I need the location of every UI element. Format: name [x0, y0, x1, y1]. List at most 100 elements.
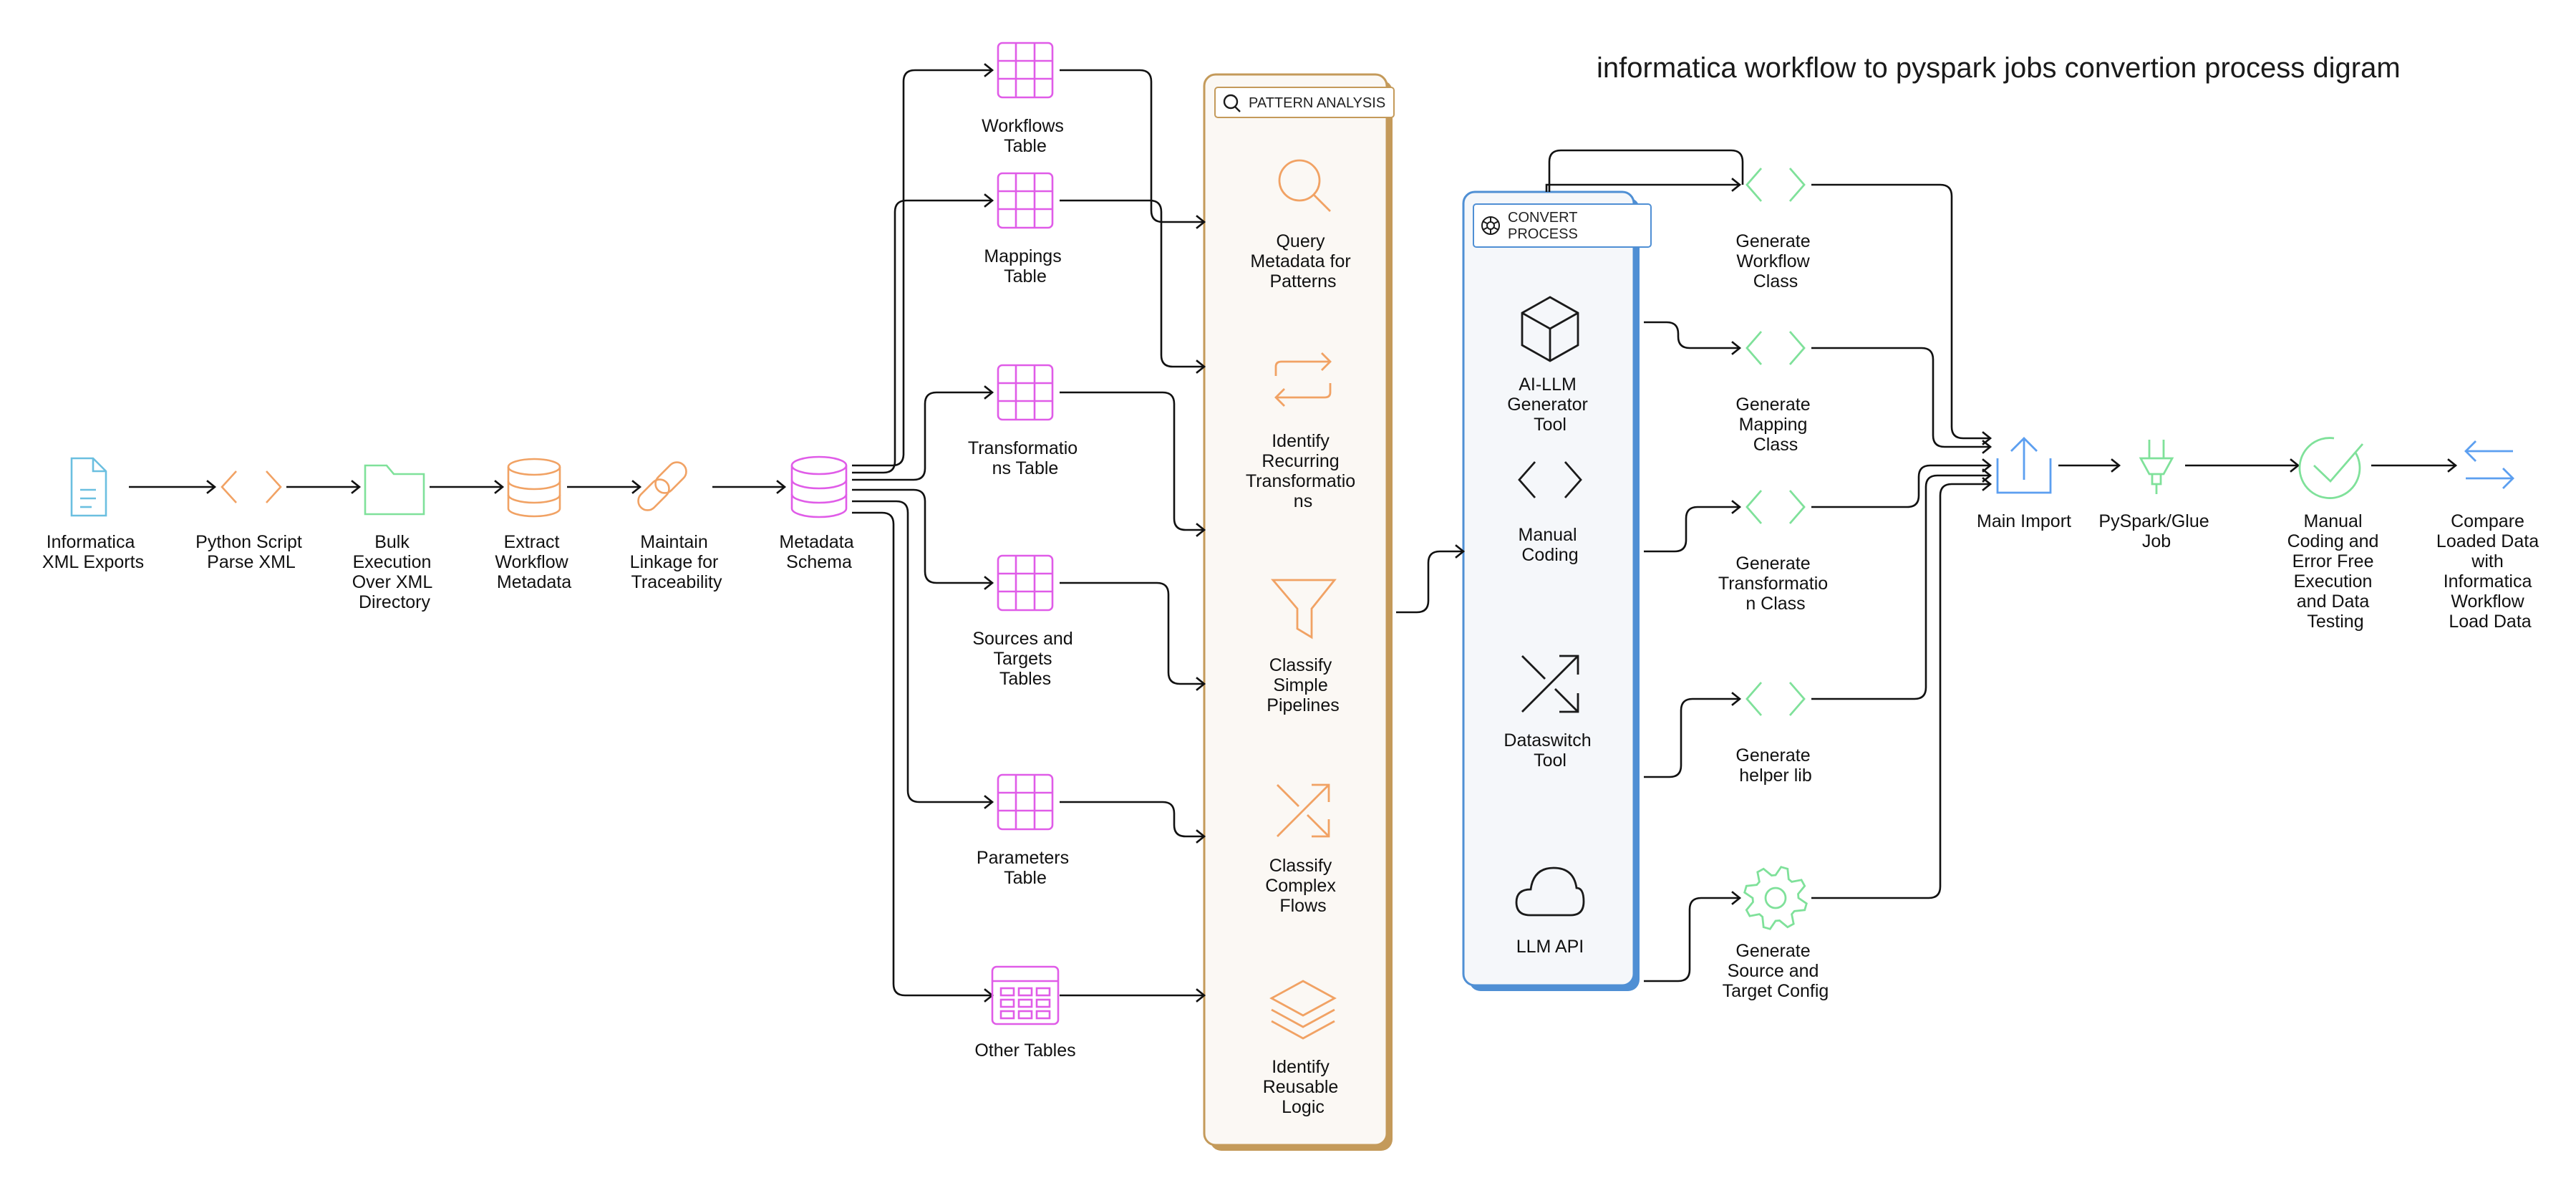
node-maintain-linkage: Maintain Linkage for Traceability — [630, 461, 724, 592]
node-label-line: Identify — [1272, 431, 1330, 451]
node-dataswitch-tool: Dataswitch Tool — [1504, 655, 1596, 771]
shuffle-icon — [1277, 783, 1330, 838]
node-label-line: Metadata — [497, 572, 571, 592]
arrowhead — [2290, 458, 2300, 473]
node-label-line: Mapping — [1739, 415, 1808, 435]
node-generate-workflow-class: Generate Workflow Class — [1735, 168, 1811, 291]
node-label-line: Mappings — [984, 246, 1061, 266]
node-label-line: Load Data — [2449, 612, 2531, 632]
node-label-line: Reusable — [1263, 1077, 1339, 1097]
node-metadata-schema: Metadata Schema — [779, 455, 854, 572]
node-manual-coding: Manual Coding — [1518, 461, 1582, 565]
node-label-line: Table — [1004, 868, 1047, 888]
node-label-line: Generate — [1735, 395, 1810, 415]
node-label-line: Simple — [1273, 675, 1327, 695]
edge-source-config-to-import — [1811, 483, 1990, 899]
node-label-line: Workflows — [982, 116, 1064, 136]
node-label-line: Compare — [2451, 511, 2524, 531]
node-label-line: Logic — [1282, 1097, 1325, 1117]
node-label-line: Sources and — [972, 629, 1072, 649]
svg-text:AI-LLM Generator: AI-LLM Generator Tool — [1507, 375, 1593, 435]
node-label-line: Patterns — [1269, 271, 1336, 291]
node-transformations-table: Transformatio ns Table — [968, 364, 1078, 478]
node-label-line: Traceability — [631, 572, 722, 592]
convert-process-label-2: PROCESS — [1508, 226, 1578, 242]
diagram-nodes: Informatica XML Exports Python Script Pa… — [42, 42, 2544, 1117]
arrowhead — [1196, 677, 1206, 691]
node-label-line: Execution — [353, 552, 432, 572]
layers-icon — [1269, 980, 1337, 1040]
node-label-line: Maintain — [640, 532, 708, 552]
edge-workflows-to-query — [1060, 69, 1204, 223]
node-label-line: Linkage for — [630, 552, 719, 572]
node-identify-reusable: Identify Reusable Logic — [1263, 980, 1339, 1117]
code-brackets-icon — [1745, 168, 1806, 202]
node-label-line: Informatica — [47, 532, 135, 552]
arrowhead — [206, 480, 217, 494]
svg-text:LLM API: LLM API — [1516, 937, 1584, 957]
node-ai-llm-generator: AI-LLM Generator Tool — [1507, 296, 1593, 435]
node-label-line: PySpark/Glue — [2098, 511, 2209, 531]
code-brackets-icon — [1745, 331, 1806, 365]
node-label-line: Loaded Data — [2436, 531, 2539, 551]
node-label-line: Job — [2142, 531, 2171, 551]
node-label-line: Execution — [2294, 571, 2373, 592]
edge-helper-lib-to-import — [1811, 474, 1990, 700]
cube-icon — [1521, 296, 1579, 362]
svg-text:Query Metadata for: Query Metadata for Patterns — [1250, 231, 1355, 291]
svg-text:PySpark/Glue Job: PySpark/Glue Job — [2098, 511, 2214, 551]
arrowhead — [1731, 500, 1742, 514]
node-python-script-parse-xml: Python Script Parse XML — [195, 470, 302, 572]
edge-pattern-to-convert — [1396, 550, 1463, 614]
convert-process-badge: CONVERT PROCESS — [1473, 203, 1652, 248]
edge-convert-top-route — [1548, 149, 1744, 192]
arrowhead — [1196, 523, 1206, 537]
node-label-line: Metadata for — [1250, 251, 1350, 271]
svg-text:Classify Simple: Classify Simple Pipelines — [1267, 655, 1339, 715]
node-workflows-table: Workflows Table — [982, 42, 1064, 156]
svg-text:Classify Complex: Classify Complex Flows — [1265, 856, 1341, 916]
edge-convert-to-mapping-class — [1644, 321, 1740, 349]
node-label-line: ns — [1294, 491, 1312, 511]
node-label-line: Generator — [1507, 395, 1588, 415]
openai-icon — [1481, 216, 1500, 235]
node-label-line: Flows — [1279, 896, 1326, 916]
svg-text:Generate Transformatio: Generate Transformatio n Class — [1718, 554, 1833, 614]
svg-text:Compare Loaded Data: Compare Loaded Data with Informatica Wor… — [2436, 511, 2544, 632]
svg-text:Dataswitch Tool: Dataswitch Tool — [1504, 730, 1596, 771]
svg-text:Manual Coding: Manual Coding — [1519, 525, 1582, 565]
edge-schema-to-transformations-table — [852, 391, 992, 481]
glue-icon — [2139, 440, 2174, 494]
arrowhead — [776, 480, 787, 494]
node-label-line: LLM API — [1516, 937, 1584, 957]
edge-convert-to-source-config — [1644, 897, 1740, 982]
svg-text:Extract Workflow: Extract Workflow Metadata — [495, 532, 573, 592]
node-label-line: Tool — [1534, 750, 1567, 771]
convert-process-group: CONVERT PROCESS — [1462, 190, 1652, 991]
node-label-line: Targets — [994, 649, 1052, 669]
arrowhead — [351, 480, 362, 494]
arrowhead — [984, 193, 994, 208]
node-label-line: Complex — [1265, 876, 1336, 896]
edge-schema-to-sources-table — [852, 488, 992, 584]
node-label-line: Testing — [2307, 612, 2363, 632]
convert-process-label-1: CONVERT — [1508, 210, 1577, 226]
node-label-line: Workflow — [1736, 251, 1810, 271]
node-label-line: Metadata — [779, 532, 853, 552]
node-informatica-xml-exports: Informatica XML Exports — [42, 457, 144, 572]
node-label-line: Target Config — [1723, 981, 1829, 1001]
arrowhead — [1196, 988, 1206, 1003]
edge-schema-to-parameters-table — [852, 500, 992, 803]
node-label-line: Extract — [504, 532, 560, 552]
edge-workflow-class-to-import — [1811, 183, 1990, 440]
arrowhead — [2111, 458, 2121, 473]
svg-text:Mappings Table: Mappings Table — [984, 246, 1066, 286]
check-circle-icon — [2298, 437, 2364, 499]
node-label-line: Schema — [786, 552, 852, 572]
edge-transformations-to-recurring — [1060, 391, 1204, 531]
node-label-line: Main Import — [1977, 511, 2071, 531]
link-icon — [637, 461, 687, 511]
node-label-line: helper lib — [1739, 766, 1811, 786]
pattern-analysis-badge: PATTERN ANALYSIS — [1214, 87, 1395, 118]
svg-text:Maintain Linkage for: Maintain Linkage for Traceability — [630, 532, 724, 592]
